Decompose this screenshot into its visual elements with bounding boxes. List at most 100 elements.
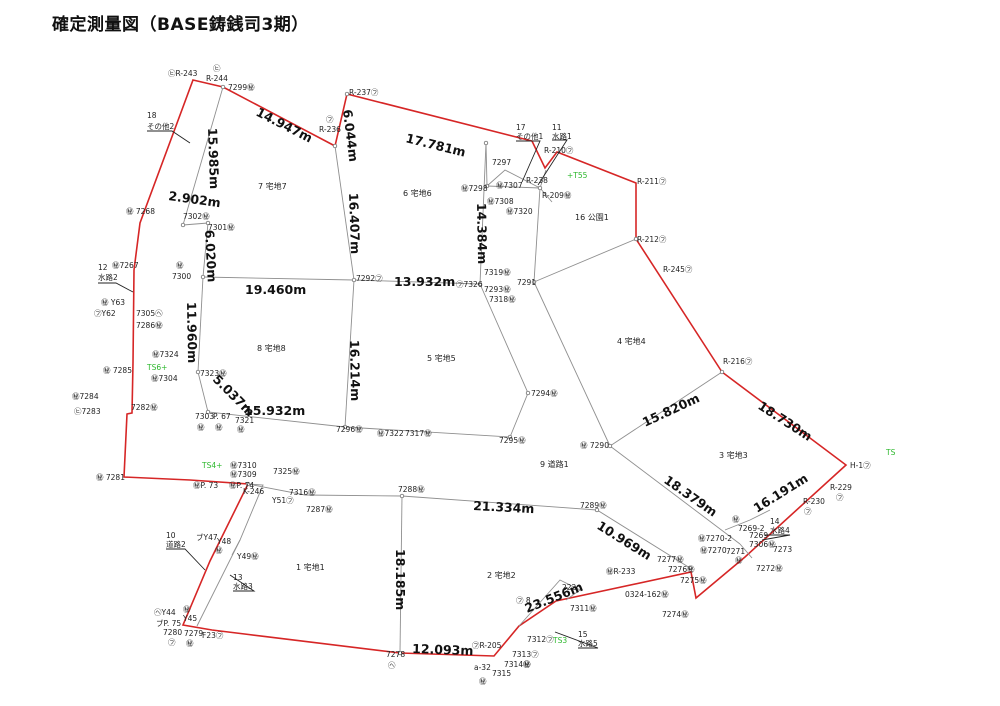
point-label: ㊙7309: [230, 470, 257, 479]
dimension-label: 6.044m: [340, 109, 361, 163]
point-label: 7269: [749, 531, 768, 540]
point-label: 7315: [492, 669, 511, 678]
point-label: 7293㊙: [484, 285, 511, 294]
point-label: 7303: [195, 412, 214, 421]
point-label: ㋫: [326, 115, 334, 124]
point-label: 7279: [184, 629, 203, 638]
callout-label: 12: [98, 263, 108, 272]
traverse-station-label: +T55: [567, 171, 588, 180]
callout-labels: 18 その他2 17 その他1 11 水路1 12 水路2 10 道路2 13 …: [98, 111, 790, 648]
point-label: 7314㊙: [504, 660, 531, 669]
dimension-label: 16.407m: [346, 193, 363, 255]
point-label: 7275㊙: [680, 576, 707, 585]
point-label: 7286㊙: [136, 321, 163, 330]
dimension-label: 18.730m: [755, 398, 815, 444]
point-label: 7325㊙: [273, 467, 300, 476]
point-label: 7294㊙: [531, 389, 558, 398]
point-label: 7288㊙: [398, 485, 425, 494]
point-label: R-230: [803, 497, 825, 506]
point-label: H-1㋫: [850, 461, 871, 470]
point-label: ブY47: [196, 532, 218, 542]
point-label: 7289㊙: [580, 501, 607, 510]
parcel-label: 1 宅地1: [296, 562, 325, 572]
parcel-label: 16 公園1: [575, 213, 609, 222]
dimension-label: 12.093m: [412, 641, 474, 658]
point-label: ㊙7310: [230, 461, 257, 470]
callout-label: 14: [770, 517, 780, 526]
point-label: ㊙7298: [461, 184, 488, 193]
page-title: 確定測量図（BASE鋳銭司3期）: [52, 15, 309, 35]
dimension-label: 6.020m: [202, 229, 220, 282]
dimension-label: 17.781m: [404, 130, 467, 159]
point-label: ㊙P. 74: [229, 481, 254, 490]
point-label: 7271: [726, 547, 745, 556]
point-label: 7296㊙: [336, 425, 363, 434]
callout-label: 水路1: [552, 131, 572, 141]
parcel-label: 6 宅地6: [403, 188, 432, 198]
point-label: R-237㋫: [349, 88, 379, 97]
point-label: ㊙R-233: [606, 567, 636, 576]
point-label: 7272㊙: [756, 564, 783, 573]
point-label: ㋪7283: [74, 407, 101, 416]
lot-lines: [182, 86, 771, 654]
point-label: ㊙7284: [72, 392, 99, 401]
point-label: ㊙ 7285: [103, 366, 132, 375]
parcel-label: 7 宅地7: [258, 181, 287, 191]
point-label: ㊙: [732, 515, 740, 524]
point-label: a-32: [474, 663, 491, 672]
callout-leaders: [98, 130, 791, 649]
point-label: 7278: [386, 650, 405, 659]
point-label: 7317㊙: [405, 429, 432, 438]
point-label: R-245㋫: [663, 265, 693, 274]
dimension-label: 18.185m: [393, 549, 408, 610]
point-label: 7305㋬: [136, 309, 163, 318]
point-markers: [180, 84, 725, 656]
point-label: ㊙7270: [700, 546, 727, 555]
point-label: ㋬Y44: [154, 608, 176, 617]
callout-label: 11: [552, 123, 562, 132]
point-label: 7306㊙: [749, 540, 776, 549]
point-label: ㊙: [523, 660, 531, 669]
point-label: 7302㊙: [183, 212, 210, 221]
point-label: ブP. 75: [156, 618, 181, 628]
point-label: ㋫Y62: [94, 309, 116, 318]
point-label: ㊙: [215, 423, 223, 432]
parcel-labels: 7 宅地7 6 宅地6 16 公園1 8 宅地8 5 宅地5 4 宅地4 3 宅…: [257, 181, 748, 580]
point-label: ㊙: [237, 425, 245, 434]
dimension-label: 13.932m: [394, 274, 455, 289]
callout-label: 水路2: [98, 272, 118, 282]
point-label: R-211㋫: [637, 177, 667, 186]
callout-label: 17: [516, 123, 526, 132]
dimension-label: 15.932m: [244, 403, 305, 418]
parcel-label: 8 宅地8: [257, 343, 286, 353]
dimension-label: 16.214m: [347, 340, 363, 402]
point-label: ㊙7308: [487, 197, 514, 206]
point-label: R-229: [830, 483, 852, 492]
dimension-label: 11.960m: [184, 302, 200, 364]
point-label: 7280: [163, 628, 182, 637]
point-label: 7277㊙: [657, 555, 684, 564]
point-label: ㋫: [168, 638, 176, 647]
point-label: K-246: [243, 487, 264, 496]
dimension-label: 14.947m: [254, 104, 315, 145]
dimension-label: 2.902m: [168, 188, 222, 210]
point-label: 7273: [773, 545, 792, 554]
point-label: ㊙: [176, 261, 184, 270]
point-label: 7299㊙: [228, 83, 255, 92]
point-label: 0324-162㊙: [625, 590, 669, 599]
site-boundary-north: [123, 79, 848, 657]
callout-label: 水路4: [770, 525, 790, 535]
point-label: ㋫: [836, 493, 844, 502]
point-label: 7316㊙: [289, 488, 316, 497]
point-label: F23㋫: [202, 631, 224, 640]
point-label: ㋫R-205: [472, 641, 502, 650]
point-label: 7319㊙: [484, 268, 511, 277]
traverse-stations: +T55 TS6+ TS4+ TS TS3: [146, 171, 896, 645]
parcel-label: 2 宅地2: [487, 570, 516, 580]
point-label: ㊙7267: [112, 261, 139, 270]
point-label: 7312㋫: [527, 635, 554, 644]
point-label: 7301㊙: [208, 223, 235, 232]
point-label: ㊙7322: [377, 429, 404, 438]
dimension-label: 15.820m: [640, 390, 702, 429]
point-label: ㋪R-243: [168, 69, 198, 78]
